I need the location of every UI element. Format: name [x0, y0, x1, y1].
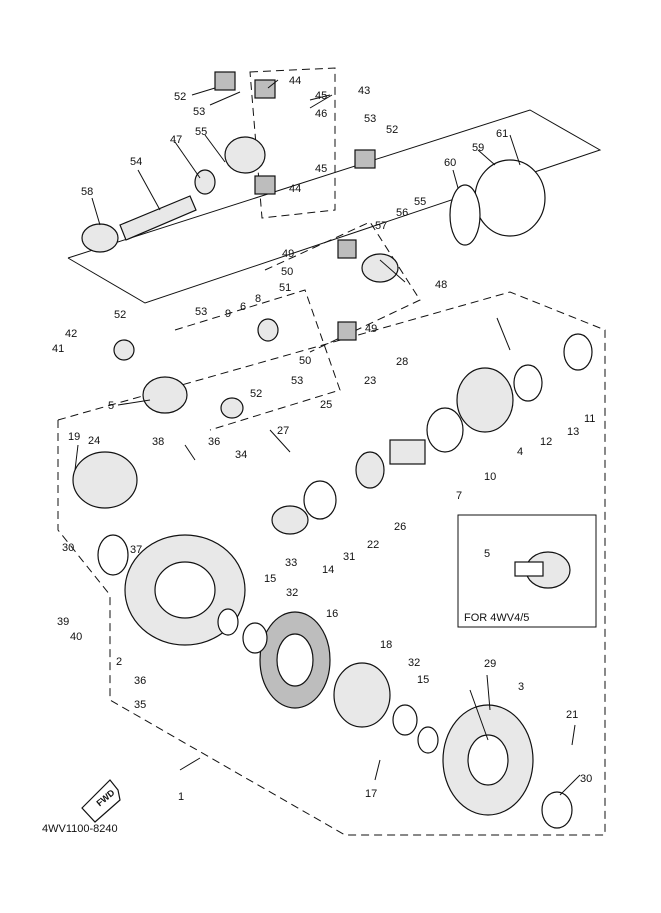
part-number-labels: 1234567891011121314151516171819212223242… [52, 75, 595, 803]
part-number-label: 10 [484, 471, 496, 483]
housing-dashed-region [57, 291, 606, 836]
part-number-label: 15 [417, 674, 429, 686]
part-number-label: 52 [174, 91, 186, 103]
part-number-label: 55 [414, 196, 426, 208]
part-number-label: 24 [88, 435, 100, 447]
part-number-label: 41 [52, 343, 64, 355]
part-number-label: 52 [250, 388, 262, 400]
part-number-label: 15 [264, 573, 276, 585]
part-number-label: 53 [193, 106, 205, 118]
part-number-label: 35 [134, 699, 146, 711]
part-number-label: 4 [517, 446, 523, 458]
part-number-label: 59 [472, 142, 484, 154]
part-number-label: 40 [70, 631, 82, 643]
part-number-label: 7 [456, 490, 462, 502]
part-number-label: 36 [134, 675, 146, 687]
part-shapes: FWD [72, 71, 593, 829]
diagram-code: 4WV1100-8240 [42, 823, 118, 835]
part-number-label: 13 [567, 426, 579, 438]
part-number-label: 34 [235, 449, 247, 461]
part-number-label: 57 [375, 220, 387, 232]
inset-caption: FOR 4WV4/5 [464, 612, 529, 624]
part-number-label: 12 [540, 436, 552, 448]
part-number-label: 50 [299, 355, 311, 367]
part-number-label: 48 [435, 279, 447, 291]
part-number-label: 54 [130, 156, 142, 168]
part-number-label: 22 [367, 539, 379, 551]
inset-part-number: 5 [484, 548, 490, 560]
part-number-label: 23 [364, 375, 376, 387]
leader-lines [74, 79, 581, 796]
part-number-label: 53 [291, 375, 303, 387]
part-number-label: 29 [484, 658, 496, 670]
part-number-label: 26 [394, 521, 406, 533]
part-number-label: 9 [225, 308, 231, 320]
part-number-label: 56 [396, 207, 408, 219]
part-number-label: 45 [315, 90, 327, 102]
part-number-label: 38 [152, 436, 164, 448]
part-number-label: 17 [365, 788, 377, 800]
part-number-label: 19 [68, 431, 80, 443]
part-number-label: 31 [343, 551, 355, 563]
part-number-label: 49 [365, 323, 377, 335]
part-number-label: 28 [396, 356, 408, 368]
part-number-label: 21 [566, 709, 578, 721]
part-number-label: 51 [279, 282, 291, 294]
middle-shaft-panel [174, 221, 421, 431]
part-number-label: 42 [65, 328, 77, 340]
part-number-label: 32 [286, 587, 298, 599]
part-number-label: 1 [178, 791, 184, 803]
part-number-label: 16 [326, 608, 338, 620]
part-number-label: 50 [281, 266, 293, 278]
part-number-label: 52 [114, 309, 126, 321]
part-number-label: 36 [208, 436, 220, 448]
part-number-label: 14 [322, 564, 334, 576]
part-number-label: 55 [195, 126, 207, 138]
part-number-label: 37 [130, 544, 142, 556]
part-number-label: 6 [240, 301, 246, 313]
part-number-label: 44 [289, 183, 301, 195]
part-number-label: 5 [108, 400, 114, 412]
part-number-label: 61 [496, 128, 508, 140]
part-number-label: 43 [358, 85, 370, 97]
part-number-label: 47 [170, 134, 182, 146]
part-number-label: 33 [285, 557, 297, 569]
part-number-label: 58 [81, 186, 93, 198]
part-number-label: 27 [277, 425, 289, 437]
part-number-label: 2 [116, 656, 122, 668]
upper-shaft-panel [67, 67, 602, 304]
part-number-label: 3 [518, 681, 524, 693]
part-number-label: 11 [584, 413, 595, 425]
part-number-label: 60 [444, 157, 456, 169]
part-number-label: 52 [386, 124, 398, 136]
part-number-label: 49 [282, 248, 294, 260]
part-number-label: 53 [195, 306, 207, 318]
part-number-label: 25 [320, 399, 332, 411]
part-number-label: 18 [380, 639, 392, 651]
part-number-label: 8 [255, 293, 261, 305]
part-number-label: 45 [315, 163, 327, 175]
variant-inset-box: 5 FOR 4WV4/5 [457, 514, 597, 628]
part-number-label: 46 [315, 108, 327, 120]
part-number-label: 44 [289, 75, 301, 87]
part-number-label: 32 [408, 657, 420, 669]
part-number-label: 30 [62, 542, 74, 554]
part-number-label: 30 [580, 773, 592, 785]
part-number-label: 39 [57, 616, 69, 628]
part-number-label: 53 [364, 113, 376, 125]
